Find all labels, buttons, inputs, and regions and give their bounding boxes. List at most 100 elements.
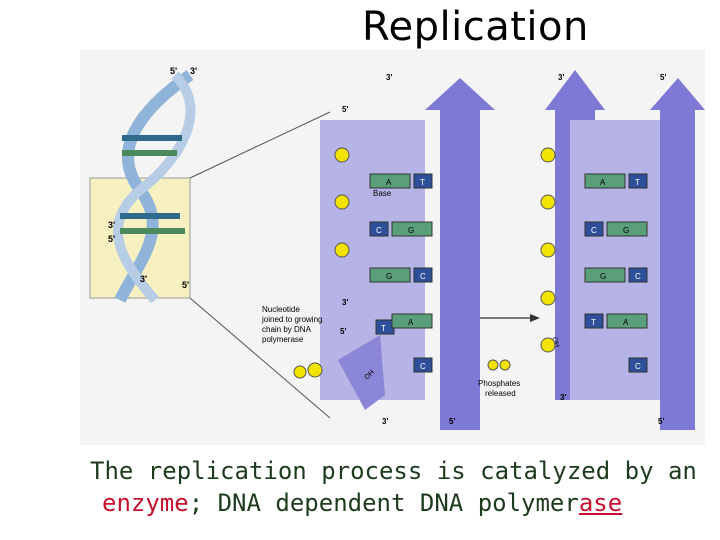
double-helix: 5' 3' 3' 5' 3' 5': [89, 66, 331, 419]
right-pair-2: C G: [540, 194, 648, 237]
base-right: [413, 357, 433, 373]
base-letter-left: G: [600, 272, 606, 281]
helix-label-5: 5': [170, 66, 177, 76]
right-bottom-5: 5': [658, 417, 664, 426]
base-left: [584, 221, 604, 237]
helix-label-left-3: 3': [108, 220, 115, 230]
helix-label-3: 3': [190, 66, 197, 76]
base-letter-left: A: [386, 178, 392, 187]
base-letter-left: C: [376, 226, 382, 235]
base-left: [369, 173, 411, 189]
helix-rung: [122, 135, 182, 141]
left-pair-3: G C: [334, 242, 433, 283]
base-label: Base: [373, 189, 392, 198]
left-top-3: 3': [386, 73, 392, 82]
left-replication-panel: 3' 5' 3' 5' Base 3' 5' OH Nucleotide joi…: [261, 73, 495, 430]
released-phosphate: [499, 359, 511, 371]
zoom-line-bottom: [189, 297, 331, 419]
phosphates-label-line-2: released: [485, 389, 516, 398]
right-template-arrow: [650, 78, 705, 430]
caption-line-1: The replication process is catalyzed by …: [90, 457, 697, 485]
left-pair-2: C G: [334, 194, 433, 237]
left-bottom-3: 3': [382, 417, 388, 426]
base-letter-right: C: [635, 272, 641, 281]
right-top-3: 3': [558, 73, 564, 82]
right-top-5: 5': [660, 73, 666, 82]
base-left: [584, 267, 626, 283]
left-bottom-5: 5': [449, 417, 455, 426]
phosphate-circle: [540, 194, 556, 210]
right-replication-panel: 3' 5' 3' 5' OH A T C G G C: [540, 70, 705, 430]
base-letter-left: T: [591, 318, 596, 327]
base-letter-right: T: [420, 178, 425, 187]
zoom-line-top: [189, 111, 331, 179]
left-side-3: 3': [342, 298, 348, 307]
base-letter-right: G: [408, 226, 414, 235]
phosphate-circle: [307, 362, 323, 378]
left-pair-5: C: [413, 357, 433, 373]
left-template-arrow: [425, 78, 495, 430]
phosphate-circle: [540, 242, 556, 258]
phosphates-label-line-1: Phosphates: [478, 379, 520, 388]
base-letter-right: C: [420, 362, 426, 371]
base-right: [391, 221, 433, 237]
growing-chain-arrow: [338, 335, 385, 410]
nucleotide-label-line-3: chain by DNA: [262, 325, 312, 334]
replication-figure: 5' 3' 3' 5' 3' 5' 3' 5' 3' 5' Base 3' 5'…: [80, 50, 705, 445]
caption-line-2-middle: ; DNA dependent DNA polymer: [188, 489, 579, 517]
slide-title: Replication: [362, 4, 589, 50]
base-right: [606, 221, 648, 237]
helix-rung: [122, 150, 177, 156]
right-oh-label: OH: [550, 336, 560, 348]
phosphate-circle: [334, 242, 350, 258]
released-phosphate: [487, 359, 499, 371]
base-letter-right: G: [623, 226, 629, 235]
right-pair-4: T A: [540, 290, 648, 329]
right-pair-3: G C: [540, 242, 648, 283]
nucleotide-label-line-2: joined to growing: [261, 315, 322, 324]
caption-ase-suffix: ase: [578, 489, 623, 517]
helix-rung: [120, 213, 180, 219]
base-letter-left: T: [381, 324, 386, 333]
right-pair-1: A T: [540, 147, 648, 189]
base-letter-left: G: [386, 272, 392, 281]
base-letter-right: T: [635, 178, 640, 187]
caption-enzyme-word: enzyme: [102, 489, 189, 517]
right-bottom-3: 3': [560, 393, 566, 402]
nucleotide-label-line-1: Nucleotide: [262, 305, 300, 314]
nucleotide-label-line-4: polymerase: [262, 335, 304, 344]
base-left: [369, 267, 411, 283]
transition-arrow-head: [530, 314, 540, 322]
base-letter-right: C: [635, 362, 641, 371]
base-right: [628, 173, 648, 189]
left-pair-4: T A: [293, 313, 433, 379]
base-letter-right: C: [420, 272, 426, 281]
helix-label-bottom-5: 5': [182, 280, 189, 290]
base-letter-right: A: [623, 318, 629, 327]
helix-rung: [120, 228, 185, 234]
helix-strand-2: [112, 71, 196, 304]
base-right: [413, 267, 433, 283]
base-right: [413, 173, 433, 189]
phosphate-circle: [540, 290, 556, 306]
helix-label-bottom-3: 3': [140, 274, 147, 284]
base-letter-right: A: [408, 318, 414, 327]
helix-label-left-5: 5': [108, 234, 115, 244]
base-right: [391, 313, 433, 329]
left-top-5: 5': [342, 105, 348, 114]
base-letter-left: C: [591, 226, 597, 235]
transition-arrow: Phosphates released: [478, 314, 540, 398]
base-right: [606, 313, 648, 329]
left-side-5: 5': [340, 327, 346, 336]
phosphate-circle: [293, 365, 307, 379]
base-left: [584, 313, 604, 329]
left-pair-1: A T: [334, 147, 433, 189]
slide-caption: The replication process is catalyzed by …: [90, 455, 710, 519]
base-letter-left: A: [600, 178, 606, 187]
phosphate-circle: [334, 147, 350, 163]
phosphate-circle: [540, 337, 556, 353]
base-right: [628, 267, 648, 283]
phosphate-circle: [540, 147, 556, 163]
caption-line-2: enzyme; DNA dependent DNA polymerase: [90, 487, 710, 519]
base-left: [584, 173, 626, 189]
